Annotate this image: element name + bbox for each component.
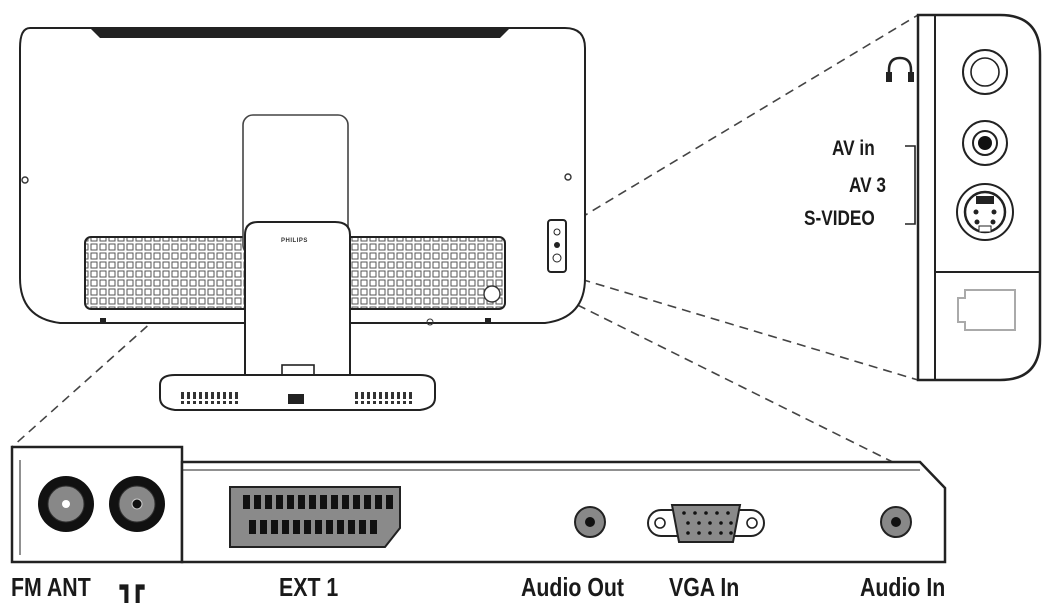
headphone-icon xyxy=(886,56,914,82)
av3-label: AV 3 xyxy=(849,174,887,197)
s-video-key xyxy=(976,196,994,204)
audio-out-label: Audio Out xyxy=(521,572,625,602)
stand-vent-right xyxy=(355,392,413,404)
audio-in-jack-core xyxy=(891,517,901,527)
side-connector-dot-1 xyxy=(553,228,561,236)
bottom-marker-left xyxy=(100,318,106,324)
side-connector-dot-3 xyxy=(552,253,562,263)
tv-stand xyxy=(159,114,436,411)
audio-out-jack-core xyxy=(585,517,595,527)
ext1-label: EXT 1 xyxy=(279,572,339,602)
network-socket[interactable] xyxy=(957,289,1016,331)
s-video-pin-4 xyxy=(990,219,996,225)
av-in-label: AV in xyxy=(832,137,875,160)
vga-pins xyxy=(682,511,733,535)
headphone-jack-inner xyxy=(970,57,1000,87)
bottom-marker-right xyxy=(485,318,491,324)
av3-bracket xyxy=(905,145,916,225)
fm-ant-jack-pin xyxy=(62,500,70,508)
stand-network-port xyxy=(288,394,304,404)
s-video-notch xyxy=(978,225,992,233)
side-zoom-panel xyxy=(886,13,1042,382)
bottom-connector-panel xyxy=(10,445,947,564)
callout-line-top-right xyxy=(566,14,919,227)
s-video-pin-1 xyxy=(973,209,979,215)
antenna-symbol: ┓┏ xyxy=(120,572,144,602)
av-in-jack-core xyxy=(978,136,992,150)
side-connector-dot-2 xyxy=(554,242,560,248)
stand-neck xyxy=(244,221,351,396)
scart-pins xyxy=(243,495,393,534)
s-video-pin-3 xyxy=(974,219,980,225)
vga-in-label: VGA In xyxy=(669,572,740,602)
vga-screw-right xyxy=(746,517,758,529)
fm-ant-label: FM ANT xyxy=(11,572,91,602)
tv-top-edge xyxy=(90,28,510,38)
brand-logo-text: PHILIPS xyxy=(281,238,308,244)
tv-screw-right xyxy=(564,173,572,181)
callout-line-bottom-right xyxy=(566,274,919,381)
tv-ant-jack-pin xyxy=(131,498,143,510)
audio-in-label: Audio In xyxy=(860,572,946,602)
bottom-marker-mid xyxy=(426,318,434,326)
vga-screw-left xyxy=(654,517,666,529)
stand-vent-left xyxy=(180,392,238,404)
grille-badge xyxy=(483,285,501,303)
tv-screw-left xyxy=(21,176,29,184)
svideo-label: S-VIDEO xyxy=(804,207,875,230)
s-video-pin-2 xyxy=(991,209,997,215)
